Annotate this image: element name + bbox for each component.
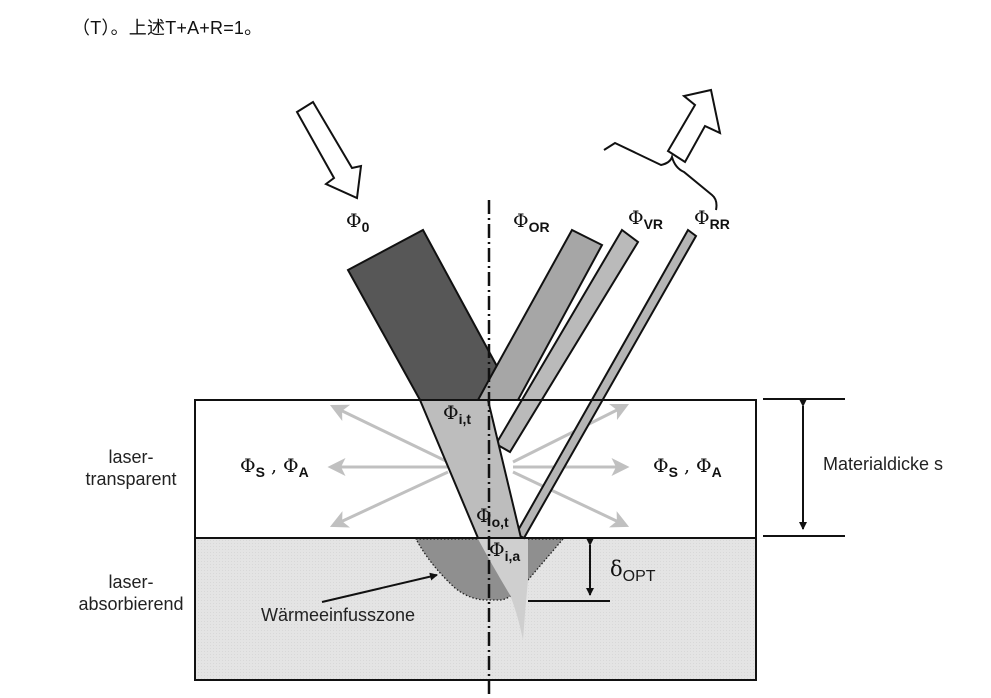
label-phi-vr: ΦVR [628, 207, 663, 232]
scatter-arrows-right [512, 403, 630, 528]
haz-pointer-arrow [321, 572, 438, 603]
incident-beam [346, 228, 501, 401]
label-material-thickness: Materialdicke s [823, 454, 943, 474]
label-layer-absorbing: laser-absorbierend [78, 572, 183, 614]
incoming-arrow-icon [295, 100, 363, 200]
label-delta-opt: δOPT [610, 557, 656, 585]
caption-text: （T）。上述T+A+R=1。 [72, 18, 263, 38]
label-phi-or: ΦOR [513, 210, 550, 235]
label-phi-0: Φ0 [346, 210, 370, 235]
absorbing-layer [194, 537, 757, 681]
reflected-beam-vr [494, 228, 640, 454]
outgoing-arrow-icon [666, 88, 722, 164]
label-phi-s-a-right: ΦS , ΦA [653, 455, 722, 480]
label-layer-transparent: laser-transparent [85, 447, 176, 489]
label-phi-ia: Φi,a [489, 539, 520, 564]
scatter-arrows-left [327, 404, 449, 528]
label-phi-rr: ΦRR [694, 207, 730, 232]
absorbed-core [478, 539, 528, 640]
label-phi-it: Φi,t [443, 402, 471, 427]
label-phi-s-a-left: ΦS , ΦA [240, 455, 309, 480]
label-heat-affected-zone: Wärmeeinfusszone [261, 605, 415, 625]
label-phi-ot: Φo,t [476, 505, 509, 530]
reflection-brace [603, 141, 718, 211]
